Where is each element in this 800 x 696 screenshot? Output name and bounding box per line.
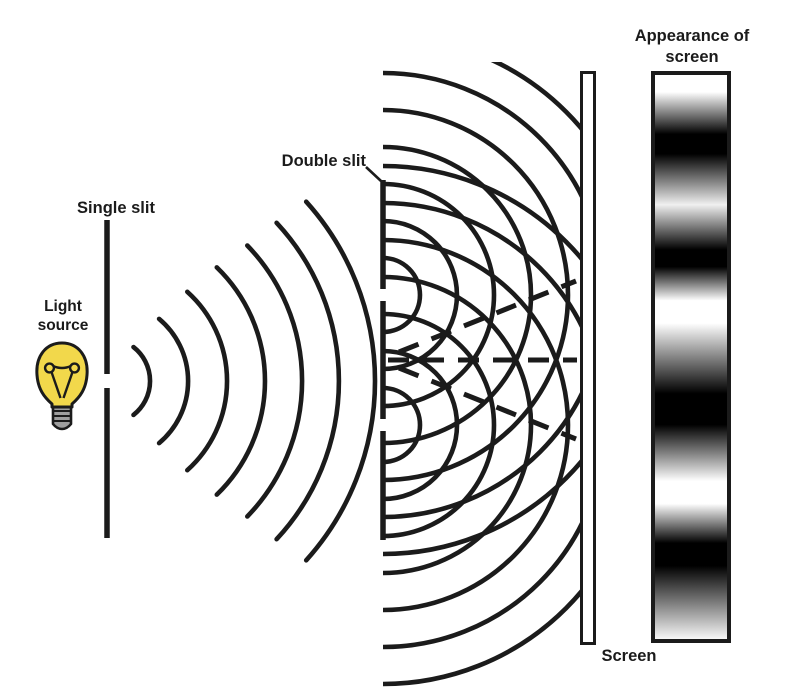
wavefront-arc <box>245 243 305 519</box>
bulb-base-ridges <box>52 410 72 422</box>
wavefront-arc <box>383 181 497 409</box>
antinodal-line-upper <box>398 278 577 355</box>
screen-label: Screen <box>601 647 656 665</box>
single-slit-label: Single slit <box>77 199 155 217</box>
light-source-label-line2: source <box>38 317 89 334</box>
wavefront-arc <box>383 107 571 483</box>
wavefront-arc <box>383 274 534 576</box>
screen-appearance-panel <box>651 71 731 643</box>
antinodal-lines <box>388 278 577 442</box>
double-slit-label: Double slit <box>282 152 367 170</box>
detection-screen <box>580 71 596 645</box>
light-source-label-line1: Light <box>44 298 82 315</box>
double-slit-leader-line <box>365 166 382 182</box>
wavefront-arc <box>383 311 497 539</box>
interference-fringe-pattern <box>655 75 727 639</box>
wavefront-arc <box>383 385 423 465</box>
wavefront-arc <box>185 289 230 473</box>
wavefront-arc <box>274 220 342 542</box>
wavefront-arc <box>156 316 191 446</box>
wavefront-arc <box>383 348 460 502</box>
wavefront-arc <box>214 265 268 497</box>
bulb-glass <box>35 341 89 409</box>
wavefront-arc <box>383 144 534 446</box>
appearance-label-line1: Appearance of <box>635 27 750 45</box>
wavefronts-single-slit <box>131 199 378 563</box>
light-bulb-icon <box>35 341 89 431</box>
bulb-filament <box>43 362 81 399</box>
antinodal-line-lower <box>398 365 577 442</box>
wavefront-arc <box>131 344 153 418</box>
wavefront-arc <box>383 237 571 613</box>
appearance-label-line2: screen <box>665 48 718 66</box>
wavefront-arc <box>303 199 378 563</box>
wavefront-arc <box>383 255 423 335</box>
